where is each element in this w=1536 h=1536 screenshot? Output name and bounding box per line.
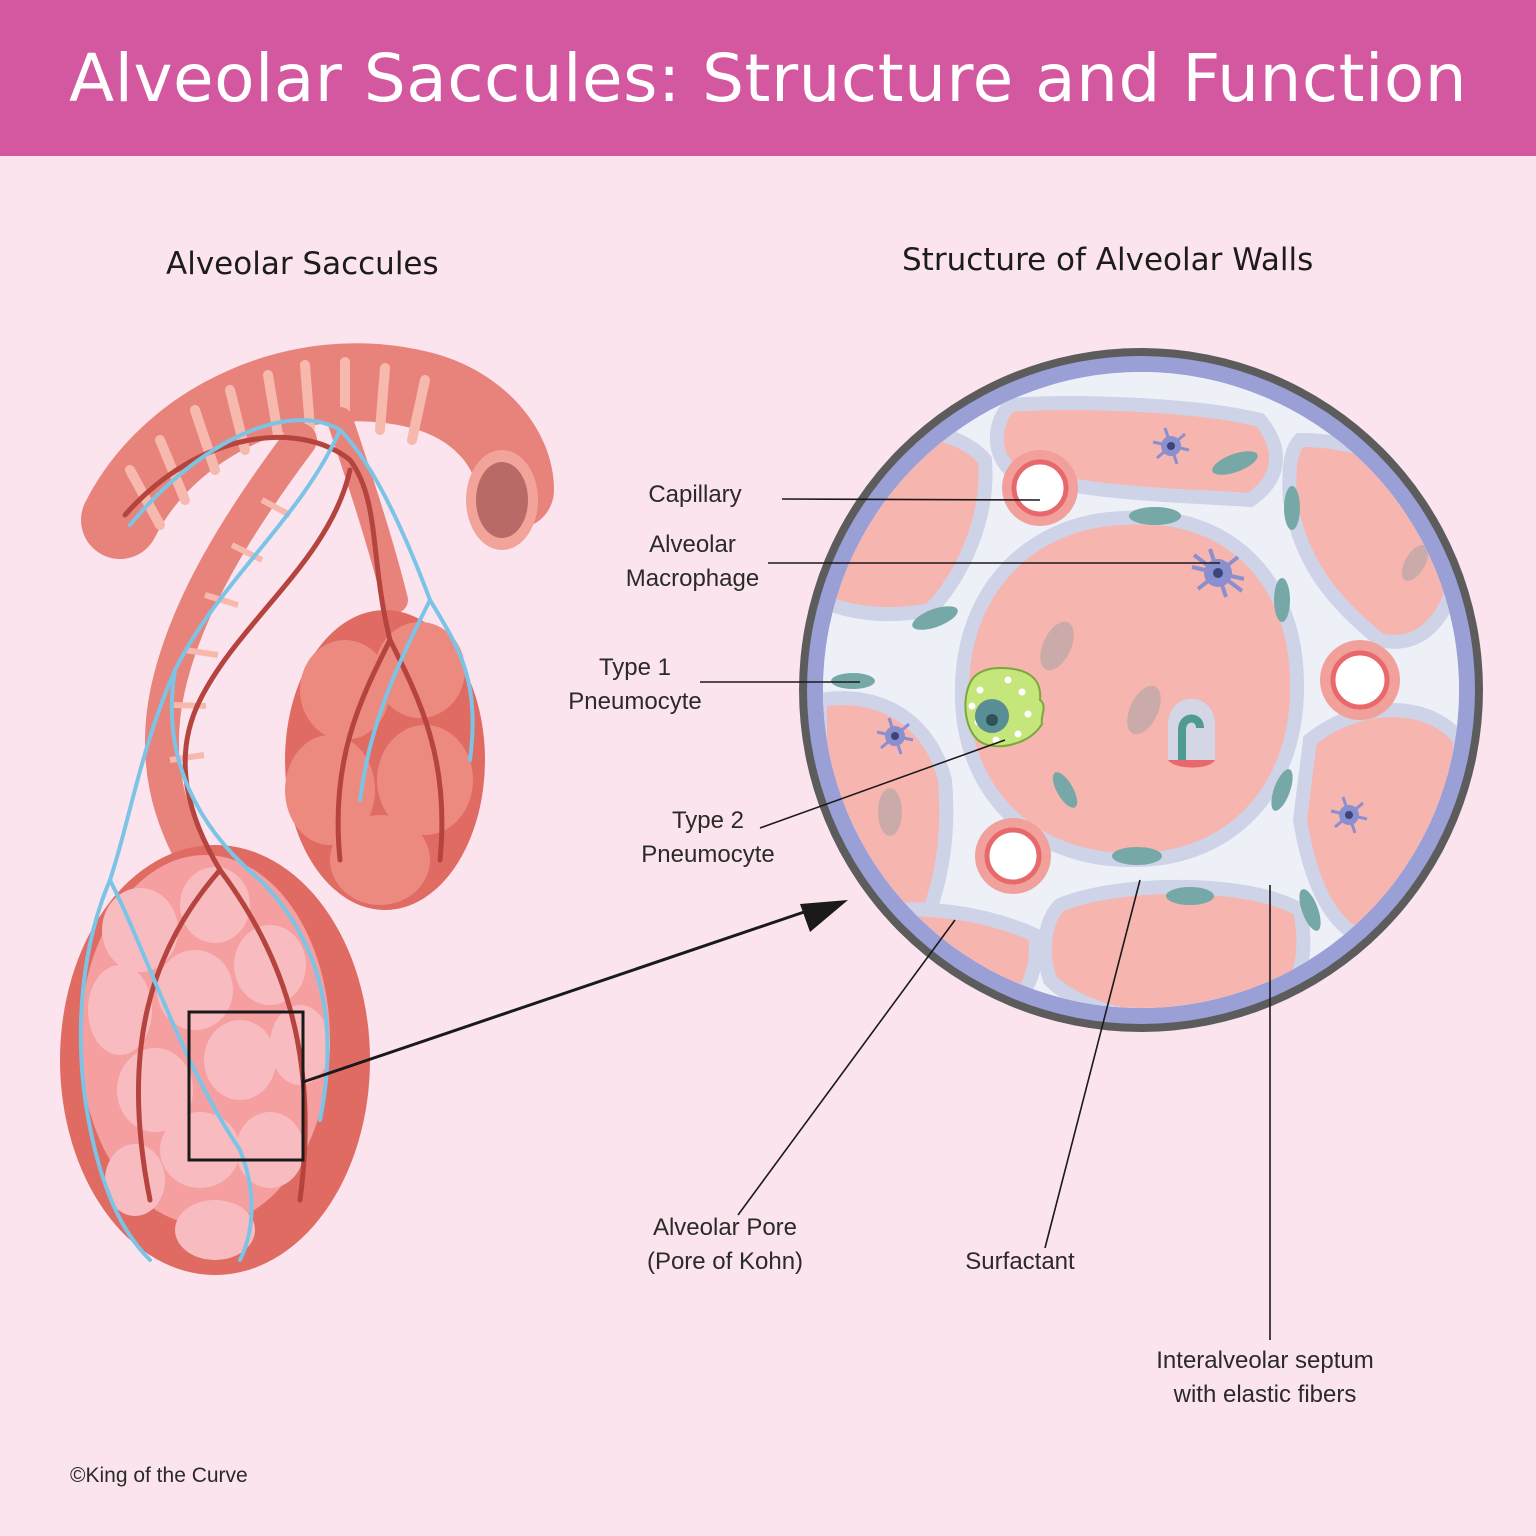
bronchiole-tube bbox=[81, 343, 554, 559]
pulmonary-veins bbox=[78, 418, 475, 1262]
label-type1-line1: Type 1 bbox=[598, 654, 672, 681]
title-banner: Alveolar Saccules: Structure and Functio… bbox=[0, 0, 1536, 156]
alveoli bbox=[823, 396, 1459, 1008]
label-surfactant: Surfactant bbox=[965, 1248, 1075, 1275]
alveolar-macrophages bbox=[876, 427, 1368, 834]
right-panel-heading: Structure of Alveolar Walls bbox=[902, 242, 1314, 278]
label-pore-line2: (Pore of Kohn) bbox=[646, 1248, 804, 1275]
zoom-region-box bbox=[187, 1010, 305, 1162]
pulmonary-arteries bbox=[122, 434, 445, 1203]
left-panel-heading: Alveolar Saccules bbox=[166, 246, 439, 282]
label-type1-line2: Pneumocyte bbox=[568, 688, 702, 715]
leader-lines bbox=[700, 498, 1271, 1340]
label-type2-line1: Type 2 bbox=[671, 807, 745, 834]
page-title: Alveolar Saccules: Structure and Functio… bbox=[68, 39, 1468, 117]
label-pore-line1: Alveolar Pore bbox=[652, 1214, 798, 1241]
alveolar-pore bbox=[1168, 698, 1215, 760]
capillaries bbox=[975, 450, 1400, 894]
type1-pneumocyte-nuclei bbox=[831, 451, 1321, 931]
zoom-arrow-head bbox=[800, 900, 848, 932]
label-capillary: Capillary bbox=[648, 481, 742, 508]
alveolar-saccule-large bbox=[60, 845, 370, 1275]
alveolar-wall-magnification bbox=[799, 348, 1483, 1032]
label-macrophage-line1: Alveolar bbox=[649, 531, 736, 558]
label-septum-line2: with elastic fibers bbox=[1173, 1381, 1357, 1408]
type2-pneumocyte bbox=[964, 666, 1045, 748]
zoom-arrow bbox=[302, 908, 811, 1084]
label-septum-line1: Interalveolar septum bbox=[1156, 1347, 1374, 1374]
alveolar-saccule-small bbox=[285, 610, 485, 910]
label-type2-line2: Pneumocyte bbox=[641, 841, 775, 868]
bronchiole-illustration bbox=[60, 343, 848, 1275]
label-macrophage-line2: Macrophage bbox=[625, 565, 760, 592]
copyright-notice: ©King of the Curve bbox=[70, 1464, 248, 1487]
